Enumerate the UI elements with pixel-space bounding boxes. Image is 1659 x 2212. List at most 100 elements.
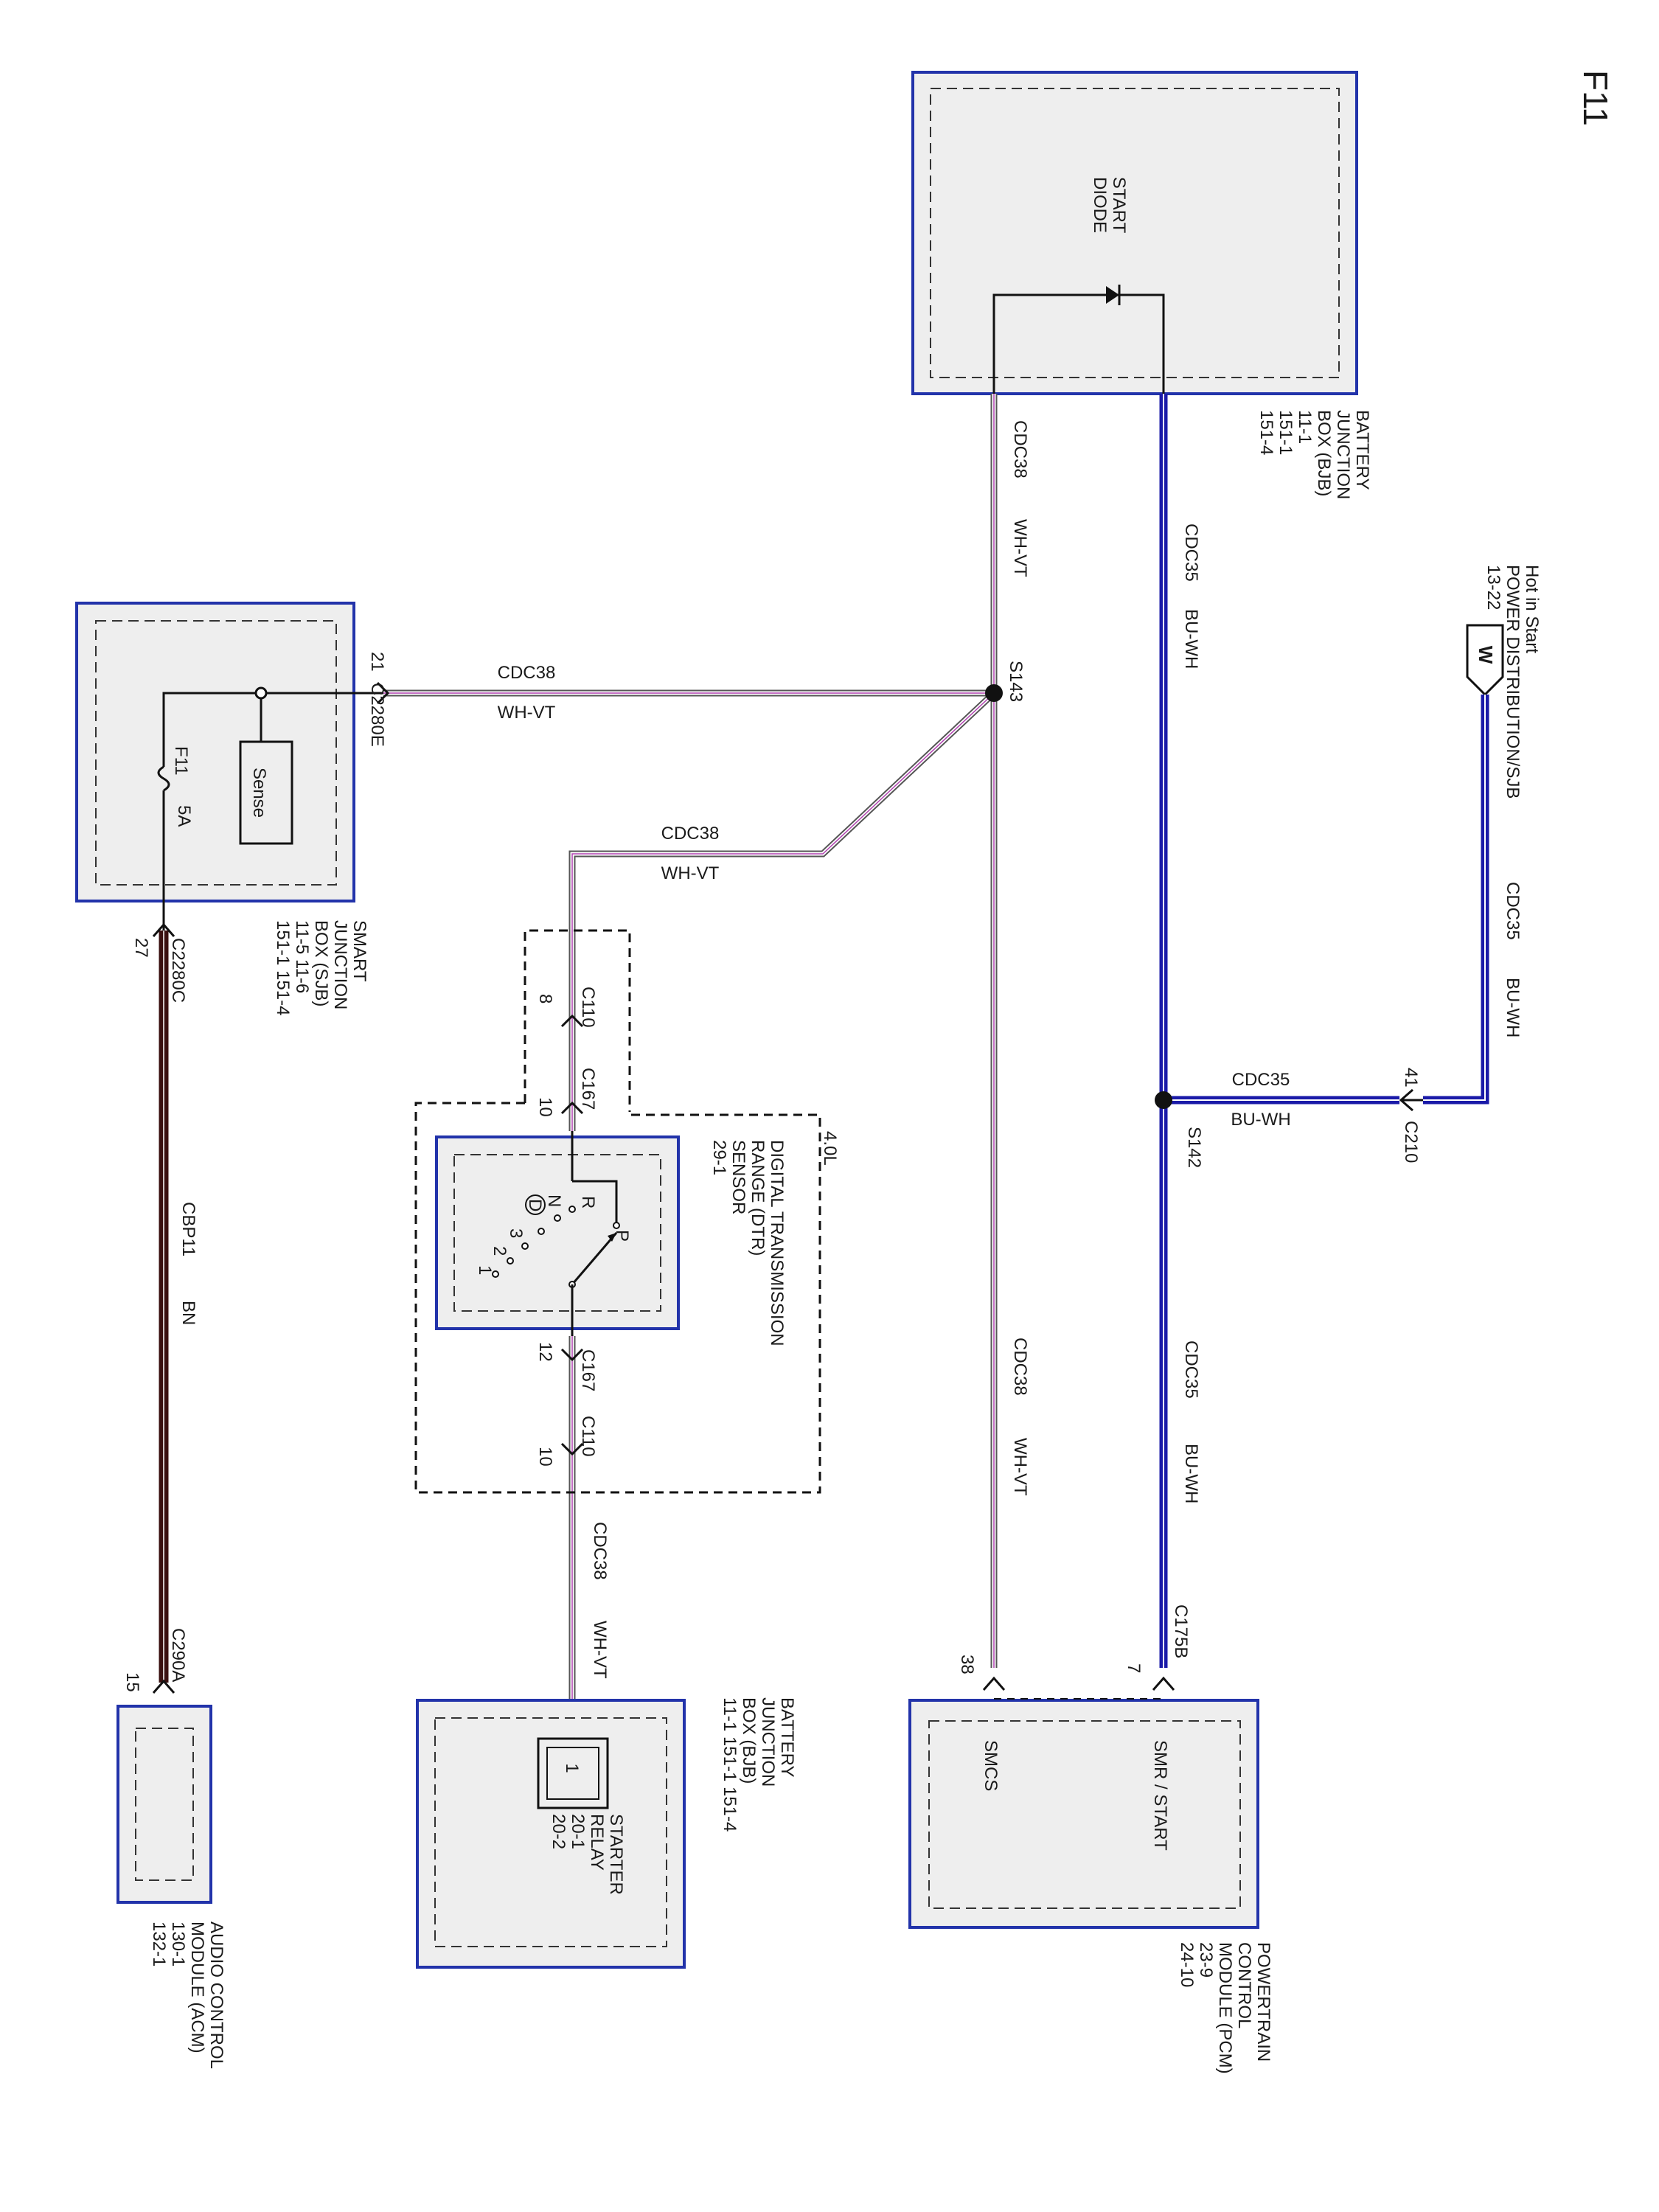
c110-top-label: C110 bbox=[578, 987, 598, 1028]
svg-text:CDC35: CDC35 bbox=[1181, 524, 1201, 582]
starter-relay-pin-label: 1 bbox=[562, 1763, 582, 1773]
svg-text:5A: 5A bbox=[174, 805, 194, 827]
svg-text:DIGITAL TRANSMISSION: DIGITAL TRANSMISSION bbox=[767, 1140, 787, 1346]
connector-c110-bot[interactable] bbox=[560, 1442, 584, 1456]
sense-block bbox=[239, 740, 293, 845]
dtr-switch bbox=[492, 1131, 620, 1336]
acm-label: AUDIO CONTROL MODULE (ACM) 130-1 132-1 bbox=[149, 1921, 226, 2069]
c2280e-pin: 21 bbox=[367, 652, 387, 672]
c167-bot-label: C167 bbox=[578, 1349, 598, 1391]
c167-top-label: C167 bbox=[578, 1068, 598, 1110]
svg-text:BU-WH: BU-WH bbox=[1503, 978, 1523, 1037]
cdc35-label-b: CDC35 BU-WH bbox=[1503, 882, 1523, 1037]
c175b-pin7: 7 bbox=[1124, 1663, 1144, 1673]
c290a-pin: 15 bbox=[122, 1672, 142, 1692]
dtr-pos-n: N bbox=[544, 1194, 564, 1207]
wire-cdc38[interactable] bbox=[383, 394, 998, 1700]
c167-bot-pin: 12 bbox=[535, 1342, 555, 1362]
fuse-label: F11 5A bbox=[171, 746, 194, 827]
pcm-label: POWERTRAIN CONTROL MODULE (PCM) 23-9 24-… bbox=[1177, 1942, 1273, 2074]
wh-vt-label-c: WH-VT bbox=[661, 863, 720, 883]
sense-label: Sense bbox=[249, 768, 269, 818]
connector-c167-bot[interactable] bbox=[560, 1348, 584, 1362]
c167-top-pin: 10 bbox=[535, 1097, 555, 1117]
dtr-pos-1: 1 bbox=[475, 1265, 495, 1275]
svg-text:F11: F11 bbox=[171, 746, 191, 776]
svg-text:WH-VT: WH-VT bbox=[590, 1621, 610, 1679]
cdc38-label-a: CDC38 WH-VT bbox=[1010, 420, 1030, 577]
acm-box[interactable] bbox=[116, 1705, 212, 1904]
connector-c210[interactable] bbox=[1399, 1088, 1423, 1112]
svg-text:POWERTRAIN: POWERTRAIN bbox=[1253, 1942, 1273, 2062]
cdc35-label-a: CDC35 BU-WH bbox=[1181, 524, 1201, 669]
svg-text:23-9: 23-9 bbox=[1196, 1942, 1216, 1978]
connector-c175b-pin38[interactable] bbox=[982, 1676, 1006, 1691]
dtr-label: DIGITAL TRANSMISSION RANGE (DTR) SENSOR … bbox=[709, 1140, 787, 1346]
svg-text:CDC38: CDC38 bbox=[590, 1522, 610, 1580]
start-diode-label: START DIODE bbox=[1090, 177, 1129, 234]
svg-text:BATTERY: BATTERY bbox=[777, 1697, 797, 1777]
cdc38-label-b: CDC38 bbox=[498, 663, 556, 683]
splice-s142[interactable] bbox=[1155, 1091, 1172, 1109]
c175b-label: C175B bbox=[1171, 1604, 1191, 1658]
svg-text:BOX (BJB): BOX (BJB) bbox=[1314, 410, 1334, 496]
svg-text:13-22: 13-22 bbox=[1484, 565, 1503, 610]
svg-text:BOX (SJB): BOX (SJB) bbox=[311, 920, 331, 1006]
dtr-pos-d: D bbox=[525, 1199, 545, 1211]
svg-text:29-1: 29-1 bbox=[709, 1140, 729, 1175]
connector-c2280c[interactable] bbox=[152, 922, 175, 937]
wire-cdc35[interactable] bbox=[1159, 394, 1489, 1668]
svg-text:11-1: 11-1 bbox=[1295, 410, 1315, 444]
bjb-bottom-label: BATTERY JUNCTION BOX (BJB) 11-1 151-1 15… bbox=[720, 1697, 797, 1832]
svg-text:20-1: 20-1 bbox=[568, 1814, 588, 1849]
svg-text:CDC35: CDC35 bbox=[1503, 882, 1523, 940]
dtr-sensor-box[interactable] bbox=[435, 1135, 680, 1330]
sjb-box[interactable] bbox=[75, 602, 355, 902]
connector-c167-top[interactable] bbox=[560, 1101, 584, 1115]
svg-text:DIODE: DIODE bbox=[1090, 177, 1110, 233]
splice-s143[interactable] bbox=[985, 684, 1003, 702]
cdc38-label-e: CDC38 WH-VT bbox=[590, 1522, 610, 1679]
cdc38-label-d: CDC38 WH-VT bbox=[1010, 1338, 1030, 1496]
svg-text:AUDIO CONTROL: AUDIO CONTROL bbox=[206, 1921, 226, 2069]
bjb-top-box[interactable] bbox=[911, 71, 1358, 395]
pcm-box[interactable] bbox=[908, 1699, 1259, 1929]
bu-wh-label-c: BU-WH bbox=[1231, 1110, 1290, 1130]
c290a-label: C290A bbox=[168, 1628, 188, 1682]
pcm-pin-smr-start: SMR / START bbox=[1150, 1740, 1170, 1851]
connector-c175b-pin7[interactable] bbox=[1152, 1676, 1175, 1691]
c110-top-pin: 8 bbox=[535, 994, 555, 1004]
svg-text:130-1: 130-1 bbox=[168, 1921, 188, 1966]
svg-text:WH-VT: WH-VT bbox=[1010, 1438, 1030, 1496]
svg-text:RELAY: RELAY bbox=[587, 1814, 607, 1871]
svg-text:11-1 151-1 151-4: 11-1 151-1 151-4 bbox=[720, 1697, 740, 1832]
svg-text:BN: BN bbox=[178, 1301, 198, 1325]
power-flag-letter: W bbox=[1475, 646, 1497, 664]
c210-label: C210 bbox=[1401, 1121, 1421, 1163]
svg-text:SENSOR: SENSOR bbox=[728, 1140, 748, 1214]
svg-text:MODULE (ACM): MODULE (ACM) bbox=[187, 1921, 207, 2053]
svg-text:151-1: 151-1 bbox=[1276, 410, 1295, 455]
connector-c110-top[interactable] bbox=[560, 1014, 584, 1028]
connector-c2280e[interactable] bbox=[376, 681, 390, 705]
svg-text:CBP11: CBP11 bbox=[178, 1202, 198, 1256]
s142-label: S142 bbox=[1184, 1127, 1204, 1168]
power-source-label: Hot in Start POWER DISTRIBUTION/SJB bbox=[1503, 565, 1542, 799]
wh-vt-label-b: WH-VT bbox=[498, 703, 556, 723]
svg-text:BU-WH: BU-WH bbox=[1181, 609, 1201, 669]
dtr-pos-2: 2 bbox=[490, 1246, 509, 1256]
svg-text:CDC38: CDC38 bbox=[1010, 1338, 1030, 1396]
svg-text:151-1 151-4: 151-1 151-4 bbox=[273, 920, 293, 1015]
c110-bot-label: C110 bbox=[578, 1416, 598, 1457]
c110-bot-pin: 10 bbox=[535, 1447, 555, 1467]
sjb-internal-wiring bbox=[157, 686, 383, 931]
bjb-top-label: BATTERY JUNCTION BOX (BJB) 11-1 151-1 15… bbox=[1256, 410, 1372, 499]
c110-shield-top bbox=[524, 929, 631, 1112]
c2280c-pin: 27 bbox=[131, 938, 151, 958]
pcm-pin-smcs: SMCS bbox=[981, 1740, 1001, 1791]
connector-c290a[interactable] bbox=[152, 1679, 175, 1694]
c2280e-label: C2280E bbox=[367, 683, 387, 747]
c210-pin: 41 bbox=[1401, 1068, 1421, 1088]
engine-variant-enclosure bbox=[414, 1102, 821, 1494]
cdc35-label-d: CDC35 BU-WH bbox=[1181, 1340, 1201, 1503]
